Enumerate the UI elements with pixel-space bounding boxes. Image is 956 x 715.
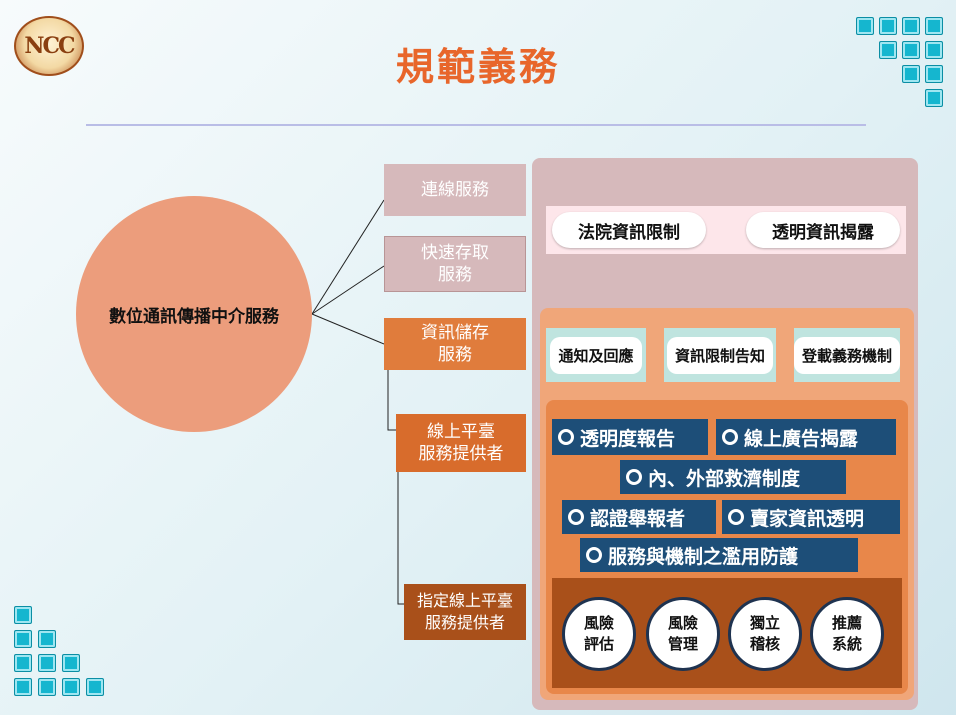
- obligation-risk-management: 風險 管理: [646, 597, 720, 671]
- obligation-court-restriction: 法院資訊限制: [552, 212, 706, 248]
- title-divider: [86, 124, 866, 126]
- center-circle: 數位通訊傳播中介服務: [76, 196, 312, 432]
- obligation-abuse-protection: 服務與機制之濫用防護: [580, 538, 858, 572]
- obligation-independent-audit: 獨立 稽核: [728, 597, 802, 671]
- obligation-restriction-notice: 資訊限制告知: [664, 328, 776, 382]
- obligation-trusted-flaggers: 認證舉報者: [562, 500, 716, 534]
- obligation-notice-and-response: 通知及回應: [546, 328, 646, 382]
- obligation-online-ad-disclosure: 線上廣告揭露: [716, 419, 896, 455]
- cat-online-platform: 線上平臺 服務提供者: [396, 414, 526, 472]
- obligation-redress-system: 內、外部救濟制度: [620, 460, 846, 494]
- obligation-transparency-disclosure: 透明資訊揭露: [746, 212, 900, 248]
- obligation-transparency-report: 透明度報告: [552, 419, 708, 455]
- page-title: 規範義務: [395, 45, 560, 89]
- obligation-seller-transparency: 賣家資訊透明: [722, 500, 900, 534]
- obligation-registration-mechanism: 登載義務機制: [794, 328, 901, 382]
- cat-designated-platform: 指定線上平臺 服務提供者: [404, 584, 526, 640]
- obligation-recommender-system: 推薦 系統: [810, 597, 884, 671]
- obligation-risk-assessment: 風險 評估: [562, 597, 636, 671]
- cat-caching-service: 快速存取 服務: [384, 236, 526, 292]
- cat-connection-service: 連線服務: [384, 164, 526, 216]
- ncc-logo: NCC: [14, 16, 84, 76]
- cat-hosting-service: 資訊儲存 服務: [384, 318, 526, 370]
